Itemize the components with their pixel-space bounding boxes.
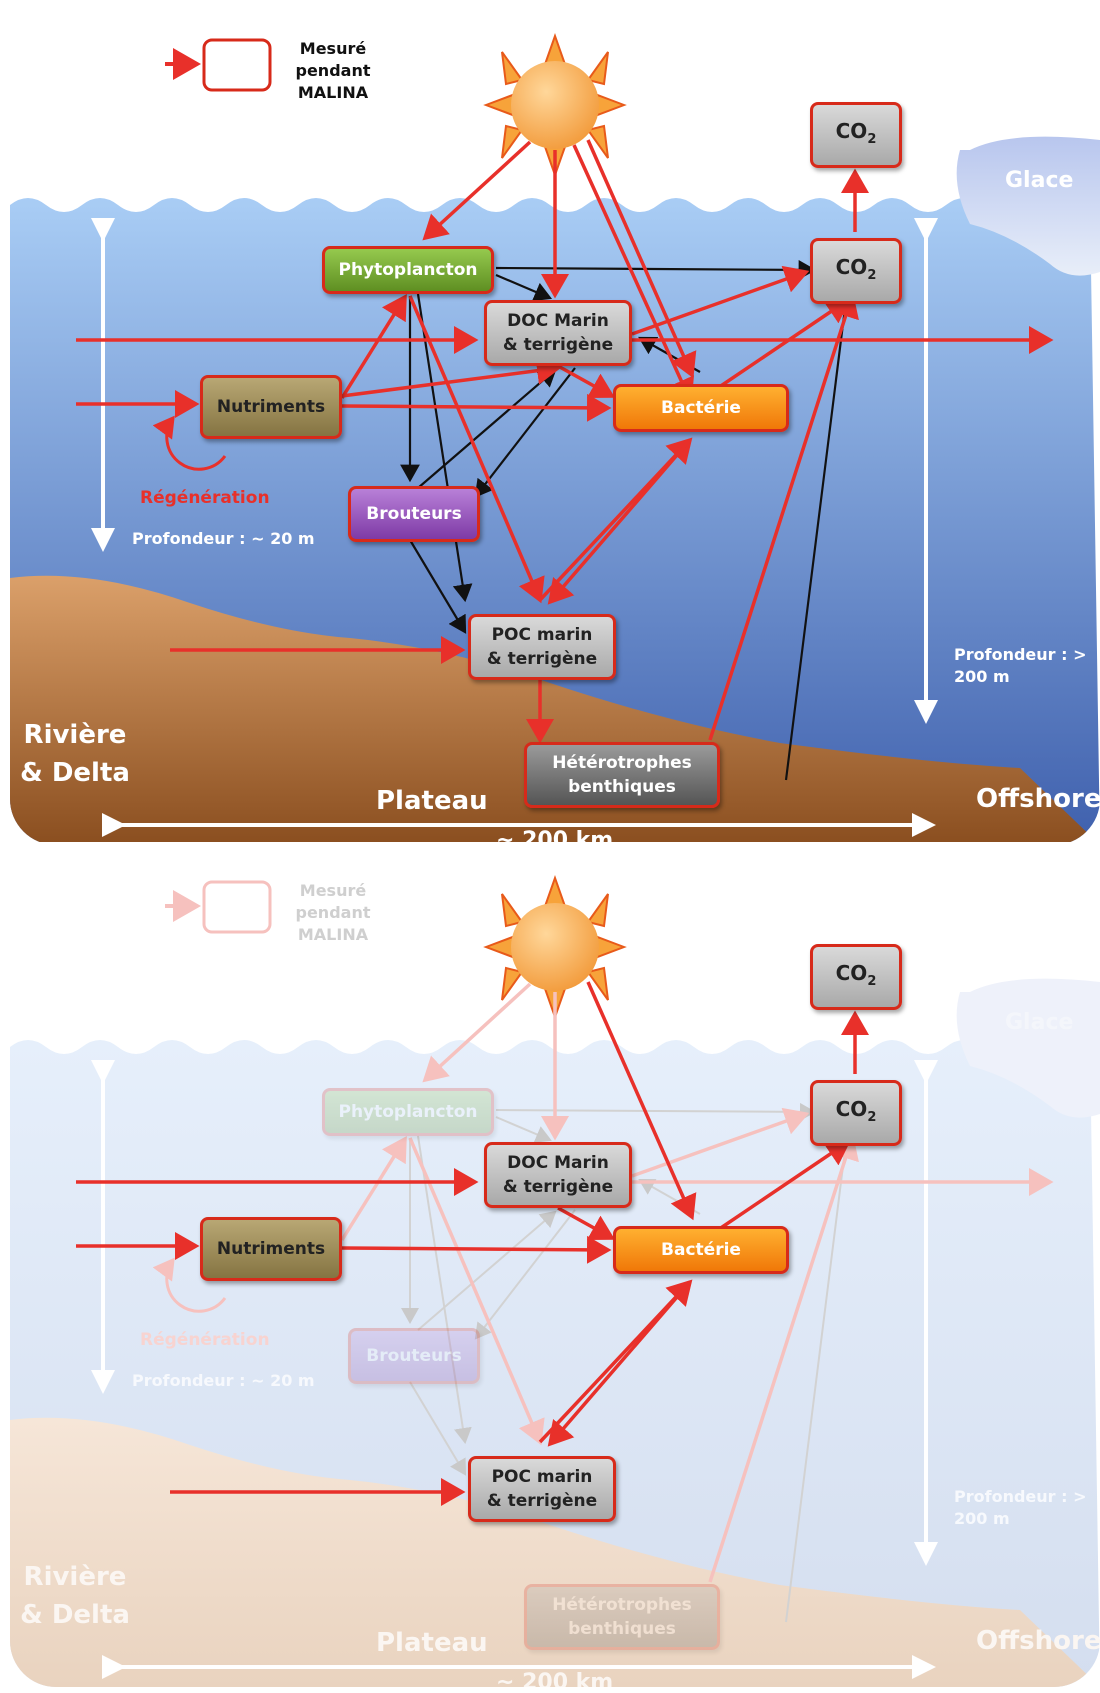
label-plateau: Plateau: [376, 786, 488, 816]
co2-ocean-label: CO: [835, 254, 868, 279]
label-regeneration-faded: Régénération: [140, 1330, 270, 1350]
node-nutriments-highlight: Nutriments: [200, 1217, 342, 1281]
depth-deep-line-2: > 200 m: [954, 645, 1087, 686]
label-glace-faded: Glace: [1005, 1010, 1074, 1035]
label-depth-shallow-faded: Profondeur : ~ 20 m: [132, 1370, 315, 1392]
depth-deep-faded-1: Profondeur :: [954, 1487, 1068, 1506]
delta-faded: Delta: [51, 1600, 130, 1630]
background-scene: [10, 0, 1100, 845]
node-co2-atmosphere: CO2: [810, 102, 902, 168]
node-heterotrophes-line-2: benthiques: [568, 777, 676, 797]
node-doc-line-2: & terrigène: [502, 335, 614, 355]
node-co2-atmosphere-highlight: CO2: [810, 944, 902, 1010]
node-nutriments-label: Nutriments: [216, 397, 326, 417]
label-riviere-delta: Rivière & Delta: [20, 716, 130, 792]
node-heterotrophes: Hétérotrophes benthiques: [524, 742, 720, 808]
co2-ocean-sub: 2: [867, 267, 877, 283]
poc-hl-line-1: POC marin: [491, 1467, 593, 1487]
node-nutriments: Nutriments: [200, 375, 342, 439]
depth-deep-line-1: Profondeur :: [954, 645, 1068, 664]
amp-faded: &: [20, 1600, 43, 1630]
label-distance: ~ 200 km: [496, 828, 614, 845]
node-doc-highlight: DOC Marin & terrigène: [484, 1142, 632, 1208]
legend-line-1: Mesuré pendant: [295, 39, 371, 80]
hetero-faded-line-2: benthiques: [568, 1619, 676, 1639]
node-co2-ocean-highlight: CO2: [810, 1080, 902, 1146]
label-glace: Glace: [1005, 168, 1074, 193]
node-phytoplancton: Phytoplancton: [322, 246, 494, 294]
black-flux-arrows: [400, 260, 854, 781]
label-distance-faded: ~ 200 km: [496, 1670, 614, 1687]
co2-atm-sub: 2: [867, 131, 877, 147]
label-riviere-delta-faded: Rivière & Delta: [20, 1558, 130, 1634]
co2-ocean-hl-label: CO: [835, 1096, 868, 1121]
legend-faded-line-2: MALINA: [297, 925, 369, 944]
node-phytoplancton-faded: Phytoplancton: [322, 1088, 494, 1136]
depth-deep-faded-2: > 200 m: [954, 1487, 1087, 1528]
node-brouteurs-faded: Brouteurs: [348, 1328, 480, 1384]
node-bacterie-label: Bactérie: [661, 398, 741, 418]
node-poc-highlight: POC marin & terrigène: [468, 1456, 616, 1522]
doc-hl-line-2: & terrigène: [502, 1177, 614, 1197]
label-plateau-faded: Plateau: [376, 1628, 488, 1658]
node-phytoplancton-label: Phytoplancton: [338, 260, 478, 280]
diagram-full: Mesuré pendant MALINA Phytoplancton DOC …: [10, 0, 1100, 845]
label-offshore: Offshore: [976, 784, 1100, 814]
amp-line: &: [20, 758, 43, 788]
depth-shallow-line-1: Profondeur :: [132, 529, 246, 548]
co2-atm-hl-label: CO: [835, 960, 868, 985]
legend-faded-line-1: Mesuré pendant: [295, 881, 371, 922]
node-poc-line-1: POC marin: [491, 625, 593, 645]
node-poc-line-2: & terrigène: [486, 649, 598, 669]
legend-symbol: [165, 38, 272, 92]
delta-line: Delta: [51, 758, 130, 788]
node-bacterie-highlight: Bactérie: [613, 1226, 789, 1274]
diagram-highlight: Mesuré pendant MALINA Phytoplancton Brou…: [10, 842, 1100, 1687]
node-poc: POC marin & terrigène: [468, 614, 616, 680]
highlighted-flux-arrows: [76, 981, 869, 1506]
depth-shallow-faded-1: Profondeur :: [132, 1371, 246, 1390]
nutriments-hl-label: Nutriments: [216, 1239, 326, 1259]
node-bacterie: Bactérie: [613, 384, 789, 432]
co2-ocean-hl-sub: 2: [867, 1109, 877, 1125]
label-depth-deep-faded: Profondeur : > 200 m: [954, 1486, 1100, 1530]
legend-label: Mesuré pendant MALINA: [268, 38, 398, 104]
riviere-line: Rivière: [23, 720, 127, 750]
node-co2-ocean: CO2: [810, 238, 902, 304]
bacterie-hl-label: Bactérie: [661, 1240, 741, 1260]
node-heterotrophes-faded: Hétérotrophes benthiques: [524, 1584, 720, 1650]
node-brouteurs-label: Brouteurs: [366, 504, 462, 524]
poc-hl-line-2: & terrigène: [486, 1491, 598, 1511]
brouteurs-faded-label: Brouteurs: [366, 1346, 462, 1366]
depth-shallow-line-2: ~ 20 m: [251, 529, 315, 548]
label-depth-deep: Profondeur : > 200 m: [954, 644, 1100, 688]
label-regeneration: Régénération: [140, 488, 270, 508]
riviere-faded: Rivière: [23, 1562, 127, 1592]
node-doc: DOC Marin & terrigène: [484, 300, 632, 366]
hetero-faded-line-1: Hétérotrophes: [552, 1595, 692, 1615]
co2-atm-hl-sub: 2: [867, 973, 877, 989]
label-offshore-faded: Offshore: [976, 1626, 1100, 1656]
depth-shallow-faded-2: ~ 20 m: [251, 1371, 315, 1390]
node-brouteurs: Brouteurs: [348, 486, 480, 542]
legend-line-2: MALINA: [297, 83, 369, 102]
red-flux-arrows: [76, 139, 1054, 744]
phyto-faded-label: Phytoplancton: [338, 1102, 478, 1122]
co2-atm-label: CO: [835, 118, 868, 143]
label-depth-shallow: Profondeur : ~ 20 m: [132, 528, 315, 550]
legend-label-faded: Mesuré pendant MALINA: [268, 880, 398, 946]
doc-hl-line-1: DOC Marin: [507, 1153, 609, 1173]
background-scene-faded: [10, 842, 1100, 1687]
node-heterotrophes-line-1: Hétérotrophes: [552, 753, 692, 773]
node-doc-line-1: DOC Marin: [507, 311, 609, 331]
